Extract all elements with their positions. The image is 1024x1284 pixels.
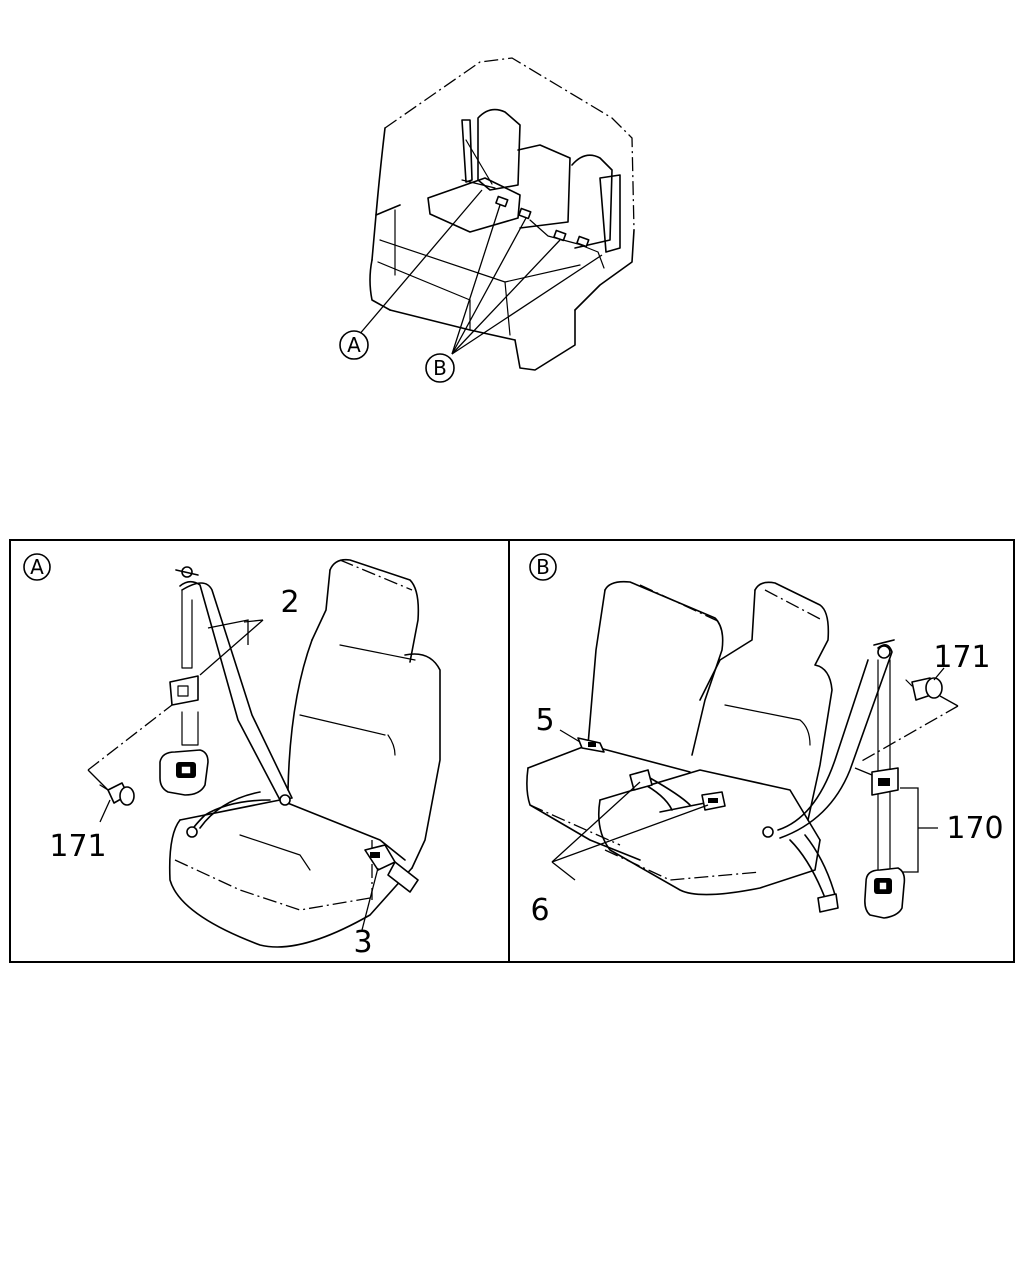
panel-b: B xyxy=(526,553,1004,928)
panel-a: A xyxy=(23,553,441,960)
label-buckle-left: 5 xyxy=(535,703,554,738)
panel-b-tag-circle xyxy=(529,553,557,581)
callout-a-circle xyxy=(339,330,369,360)
callout-b-circle xyxy=(425,353,455,383)
label-bolt-a: 171 xyxy=(49,829,106,864)
label-buckle-center: 6 xyxy=(530,893,549,928)
label-retractor-belt: 170 xyxy=(946,811,1003,846)
cab-overview: A B xyxy=(339,57,635,383)
callout-a-label: A xyxy=(347,333,361,357)
callout-b-label: B xyxy=(433,356,447,380)
panel-a-tag-circle xyxy=(23,553,51,581)
panel-a-tag: A xyxy=(30,555,44,579)
detail-frame xyxy=(9,539,1015,963)
label-belt-assembly: 2 xyxy=(280,585,299,620)
label-buckle: 3 xyxy=(353,925,372,960)
label-bolt-b: 171 xyxy=(933,640,990,675)
panel-b-tag: B xyxy=(536,555,550,579)
